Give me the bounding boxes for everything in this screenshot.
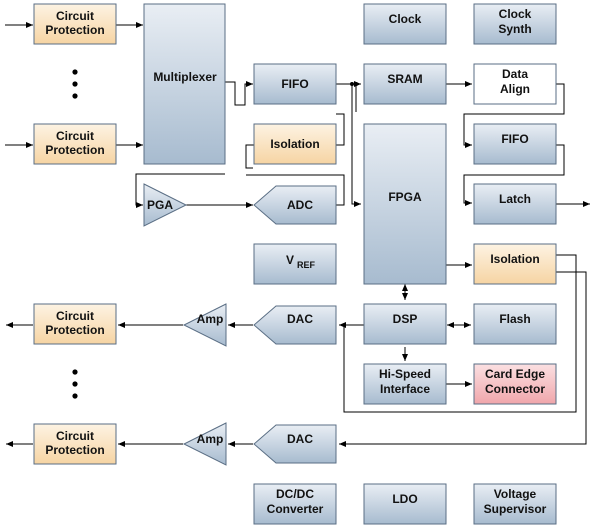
block-label: Data (502, 67, 528, 81)
block-label: Amp (197, 432, 224, 446)
isolation-block-1: Isolation (253, 123, 337, 165)
isolation-block-2: Isolation (473, 243, 557, 285)
vref-subscript: REF (297, 260, 316, 270)
wire-fifo-latch (463, 144, 565, 206)
circuit-protection-block-1: Circuit Protection (33, 3, 117, 45)
block-label: Amp (197, 312, 224, 326)
block-label: Protection (45, 443, 104, 457)
pga-amplifier: PGA (143, 183, 188, 227)
block-label: Voltage (494, 487, 537, 501)
voltage-supervisor-block: Voltage Supervisor (473, 483, 557, 525)
block-label: PGA (147, 198, 173, 212)
block-label: Flash (499, 312, 530, 326)
wire-bus-fpga (351, 84, 361, 207)
wire-isolation-dac1 (343, 254, 577, 413)
dac-converter-2: DAC (253, 424, 337, 464)
block-label: LDO (392, 492, 417, 506)
data-align-block: Data Align (473, 63, 557, 105)
block-label: Supervisor (484, 502, 547, 516)
block-label: Circuit (56, 9, 94, 23)
block-label: Protection (45, 323, 104, 337)
ldo-block: LDO (363, 483, 447, 525)
block-label: Connector (485, 382, 545, 396)
clock-block: Clock (363, 3, 447, 45)
block-label: Card Edge (485, 367, 545, 381)
ellipsis-dots-top (72, 69, 78, 99)
amp-1: Amp (182, 303, 227, 347)
block-label: Clock (499, 7, 532, 21)
clock-synth-block: Clock Synth (473, 3, 557, 45)
block-label: DSP (393, 312, 418, 326)
block-label: DAC (287, 312, 313, 326)
wire-mux-fifo (225, 81, 253, 106)
wire-adc-loop (246, 174, 345, 206)
block-label: Interface (380, 382, 430, 396)
block-label: FIFO (281, 77, 308, 91)
flash-block: Flash (473, 303, 557, 345)
block-label: FIFO (501, 132, 528, 146)
block-label: Align (500, 82, 530, 96)
circuit-protection-block-2: Circuit Protection (33, 123, 117, 165)
block-label: SRAM (387, 72, 422, 86)
block-label: FPGA (388, 190, 422, 204)
amp-2: Amp (182, 422, 227, 466)
circuit-protection-block-4: Circuit Protection (33, 423, 117, 465)
dcdc-converter-block: DC/DC Converter (253, 483, 337, 525)
block-label: DC/DC (276, 487, 314, 501)
ellipsis-dots-bottom (72, 369, 78, 399)
block-label: Clock (389, 12, 422, 26)
block-label: Converter (267, 502, 324, 516)
block-label: Multiplexer (153, 70, 217, 84)
block-label: Hi-Speed (379, 367, 431, 381)
vref-label: V (286, 253, 294, 267)
vref-block: V REF (253, 243, 337, 285)
block-label: Protection (45, 143, 104, 157)
block-label: Circuit (56, 129, 94, 143)
dsp-block: DSP (363, 303, 447, 345)
wire-isolation-dac2 (339, 271, 587, 447)
block-label: Latch (499, 192, 531, 206)
block-label: ADC (287, 198, 313, 212)
block-label: Protection (45, 23, 104, 37)
block-label: DAC (287, 432, 313, 446)
dac-converter-1: DAC (253, 305, 337, 345)
fpga-block: FPGA (363, 123, 447, 285)
wire-dataalign-fifo (463, 83, 565, 148)
block-label: Circuit (56, 309, 94, 323)
multiplexer-block: Multiplexer (143, 3, 226, 165)
block-label: Isolation (490, 252, 539, 266)
block-label: Circuit (56, 429, 94, 443)
block-label: Isolation (270, 137, 319, 151)
adc-converter: ADC (253, 185, 337, 225)
sram-block: SRAM (363, 63, 447, 105)
fifo-block-2: FIFO (473, 123, 557, 165)
latch-block: Latch (473, 183, 557, 225)
fifo-block-1: FIFO (253, 63, 337, 105)
block-label: Synth (498, 22, 531, 36)
wire-mux-pga (135, 173, 225, 208)
circuit-protection-block-3: Circuit Protection (33, 303, 117, 345)
card-edge-connector-block: Card Edge Connector (473, 363, 557, 405)
hispeed-interface-block: Hi-Speed Interface (363, 363, 447, 405)
